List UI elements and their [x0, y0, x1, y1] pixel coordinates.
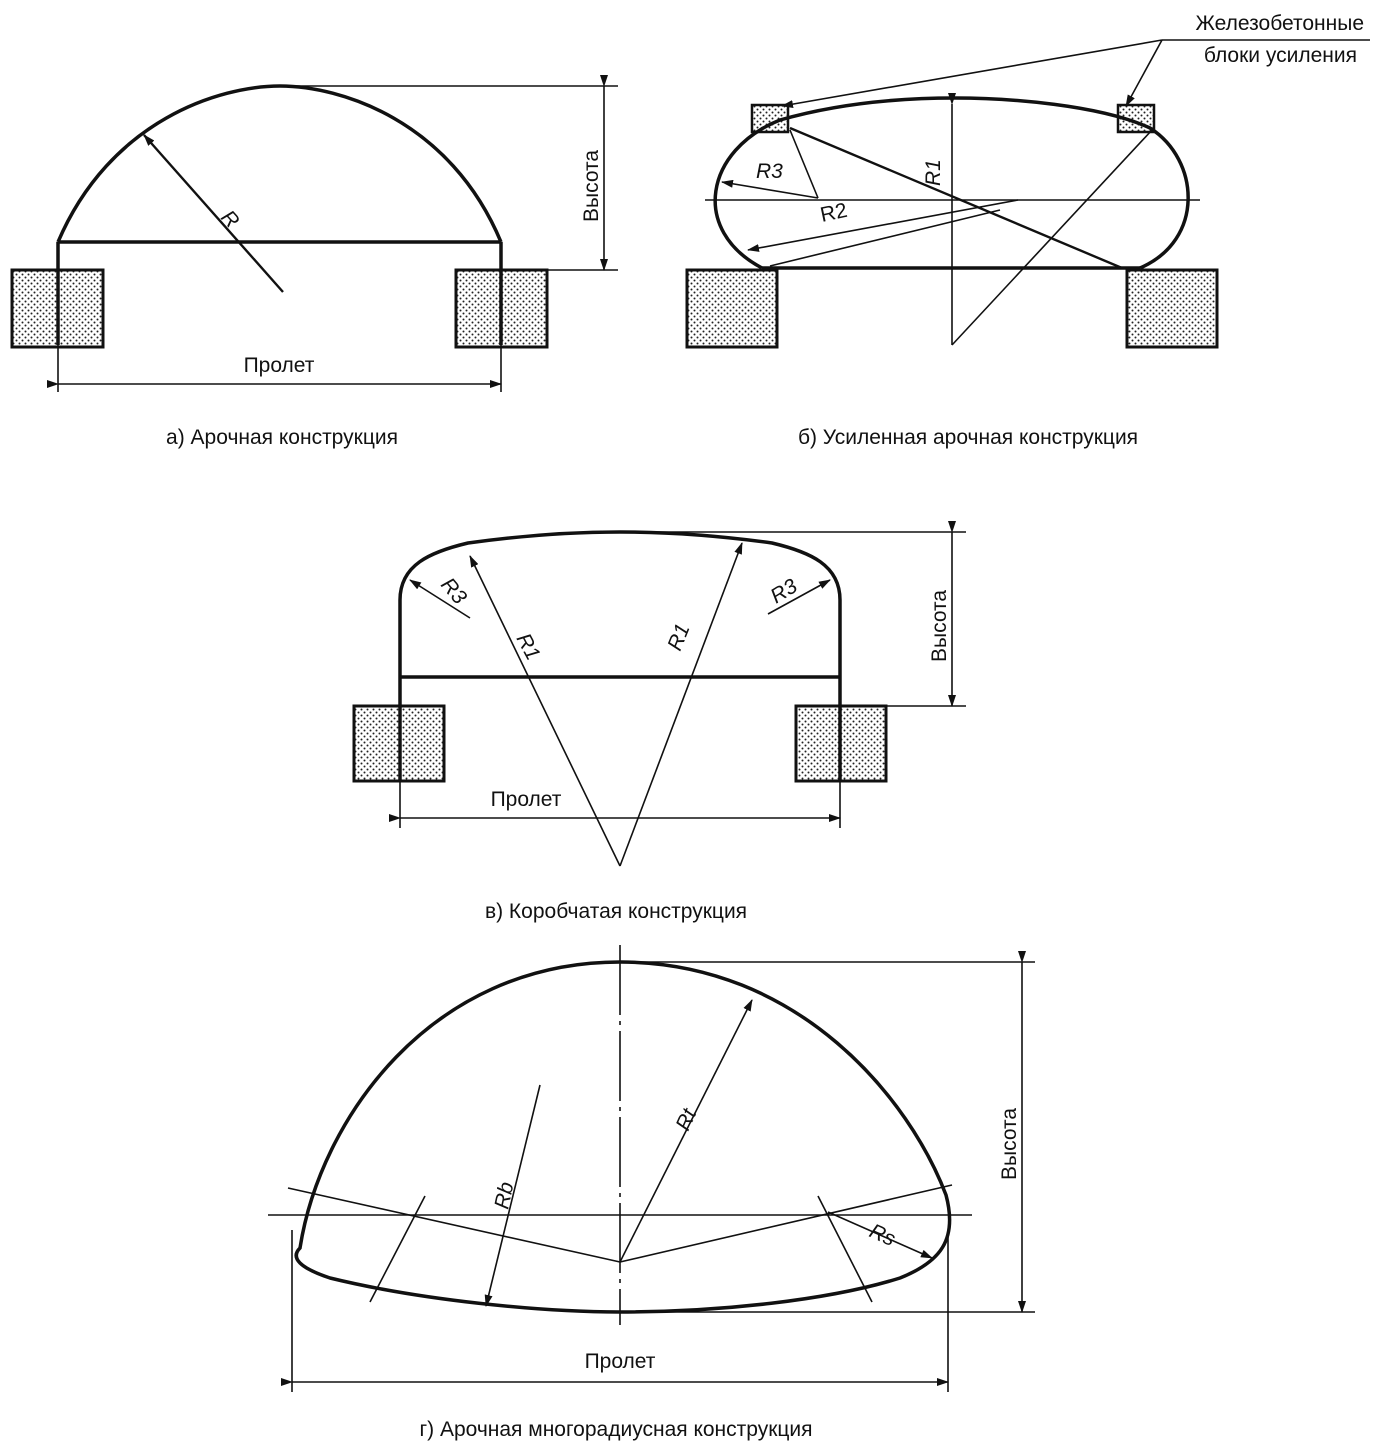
leader-left [781, 39, 1163, 109]
box-outline [398, 530, 842, 780]
caption-d: г) Арочная многорадиусная конструкция [419, 1418, 812, 1441]
figure-c-box: R3 R1 R1 R3 Высота Пролет в) Коробчатая … [352, 521, 966, 923]
span-label: Пролет [244, 354, 315, 377]
radius-rt-arrow [619, 999, 753, 1263]
radius-r2-arrow-2 [769, 209, 1001, 267]
radius-r3-right [767, 579, 831, 615]
radius-rs-label: Rs [866, 1220, 899, 1252]
radius-r3-left [409, 579, 471, 619]
arch-outline [56, 84, 503, 243]
radius-r3-arrow [721, 179, 819, 199]
arch-outline [294, 960, 952, 1314]
radius-r1-right [619, 542, 743, 867]
note-label-line1: Железобетонные [1196, 12, 1364, 35]
span-label: Пролет [491, 788, 562, 811]
radius-line [143, 134, 284, 293]
foundation-block-left [685, 268, 779, 349]
radius-r1-left-label: R1 [512, 630, 545, 665]
radius-r2-label: R2 [818, 199, 849, 227]
span-label: Пролет [585, 1350, 656, 1373]
foundation-block-right [1125, 268, 1219, 349]
radius-r2-arrow-1 [747, 199, 1019, 252]
radius-r3-right-label: R3 [766, 574, 801, 608]
radius-r1-right-label: R1 [663, 620, 694, 654]
figure-b-reinforced-arch: R3 R2 R1 Железобетонные блоки усиления б… [685, 12, 1370, 449]
tick-right [817, 1195, 873, 1303]
radius-rb-arrow [484, 1084, 541, 1307]
radius-r3-left-label: R3 [436, 573, 471, 609]
radius-rs-line-right [619, 1184, 953, 1263]
height-label: Высота [928, 590, 951, 662]
height-label: Высота [580, 150, 603, 222]
radius-r1-label: R1 [922, 159, 945, 186]
radius-rs-arrow [827, 1211, 933, 1259]
note-label-line2: блоки усиления [1204, 44, 1357, 67]
radius-rs-line-left [287, 1187, 621, 1263]
figure-d-multiradius-arch: Rt Rb Rs Высота Пролет г) Арочная многор… [268, 945, 1035, 1441]
tick-left [369, 1195, 426, 1303]
height-label: Высота [998, 1108, 1021, 1180]
radius-label: R [216, 206, 243, 233]
caption-b: б) Усиленная арочная конструкция [798, 426, 1138, 449]
figure-a-arch: R Высота Пролет а) Арочная конструкция [10, 75, 618, 449]
radius-r1-line-a [789, 126, 1123, 270]
radius-r3-label: R3 [756, 160, 783, 183]
radius-r3-center [789, 129, 819, 199]
caption-a: а) Арочная конструкция [166, 426, 398, 449]
caption-c: в) Коробчатая конструкция [485, 900, 747, 923]
radius-rb-label: Rb [490, 1180, 518, 1211]
leader-right [1125, 39, 1163, 107]
radius-r1-left [469, 555, 621, 867]
radius-r1-line-b [951, 129, 1153, 346]
